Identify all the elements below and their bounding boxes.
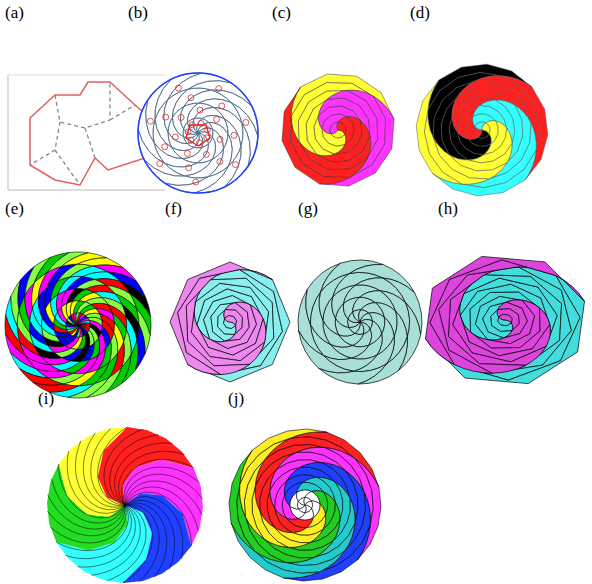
frame-line <box>8 75 165 76</box>
spiral-tile <box>138 130 184 176</box>
spiral-line <box>125 503 167 577</box>
spiral-line <box>125 505 159 582</box>
tile-mark <box>217 136 223 142</box>
tile-mark <box>217 159 223 165</box>
spiral-line <box>77 505 135 567</box>
tile-mark <box>162 144 168 150</box>
spiral-tile <box>426 256 585 364</box>
spiral-tile <box>240 429 327 484</box>
tile-mark <box>197 107 203 113</box>
tile-mark <box>186 165 192 171</box>
spiral-line <box>56 505 128 551</box>
mono-spiral <box>298 260 422 384</box>
panel-label: (f) <box>165 200 182 219</box>
spiral-line <box>75 441 125 510</box>
tile-mark <box>203 151 209 157</box>
spiral-line <box>125 487 198 531</box>
spiral-line <box>125 481 202 516</box>
spiral-tile <box>305 501 313 509</box>
panel-label: (j) <box>228 390 244 409</box>
spiral-tile <box>282 87 350 184</box>
spiral-tile <box>299 331 354 373</box>
tile-mark <box>193 179 199 185</box>
spiral-tile <box>416 80 462 184</box>
spiral-arms <box>416 64 548 196</box>
tile-mark <box>157 161 163 167</box>
spiral-tile <box>360 320 372 329</box>
rainbow-spiral <box>229 429 381 581</box>
spiral-line <box>50 505 126 543</box>
spiral-line <box>125 500 175 569</box>
panel-label: (a) <box>5 4 24 23</box>
spiral-tile <box>73 356 98 374</box>
tile-mark <box>216 86 222 92</box>
double-spiral <box>170 262 290 382</box>
center-tile <box>186 125 210 146</box>
spiral-tile <box>260 511 310 547</box>
spiral-tile <box>170 262 273 375</box>
tile-mark <box>188 95 194 101</box>
double-spiral <box>426 256 585 383</box>
frame-line <box>8 75 165 190</box>
outline-spiral <box>138 73 258 193</box>
tile-mark <box>172 134 178 140</box>
spiral-line <box>91 428 125 505</box>
spiral-line <box>115 443 173 505</box>
spiral-tile <box>352 334 383 359</box>
boundary-circle <box>138 73 258 193</box>
spiral-line <box>66 505 132 559</box>
tile-mark <box>163 114 169 120</box>
tile-mark <box>178 114 184 120</box>
polygon-outline <box>30 82 152 185</box>
spiral-line <box>110 435 159 505</box>
tile-mark <box>219 103 225 109</box>
panel-label: (e) <box>5 200 24 219</box>
tile-mark <box>232 162 238 168</box>
spiral-tile <box>90 338 100 359</box>
tile-mark <box>214 116 220 122</box>
colour-sector <box>47 427 203 583</box>
tile-mark <box>231 132 237 138</box>
tile-mark <box>184 150 190 156</box>
spiral-line <box>119 451 185 505</box>
panel-label: (i) <box>38 390 54 409</box>
spiral-tile <box>20 369 63 385</box>
spiral-lines <box>47 427 203 583</box>
panel-label: (d) <box>410 4 430 23</box>
tile-mark <box>147 118 153 124</box>
tile-mark <box>175 85 181 91</box>
panel-label: (b) <box>128 4 148 23</box>
spiral-line <box>91 505 140 575</box>
panel-label: (g) <box>298 200 318 219</box>
spiral-tile <box>252 486 288 547</box>
dashed-division <box>30 82 135 185</box>
panel-label: (h) <box>438 200 458 219</box>
spiral-line <box>48 495 125 529</box>
mosaic-spiral <box>5 252 151 398</box>
spiral-line <box>124 467 200 505</box>
spiral-tile <box>78 325 90 330</box>
spiral-arms <box>282 74 394 186</box>
spiral-line <box>122 459 194 505</box>
tile-mark <box>243 119 249 125</box>
panel-label: (c) <box>272 4 291 23</box>
spiral-line <box>52 479 125 523</box>
